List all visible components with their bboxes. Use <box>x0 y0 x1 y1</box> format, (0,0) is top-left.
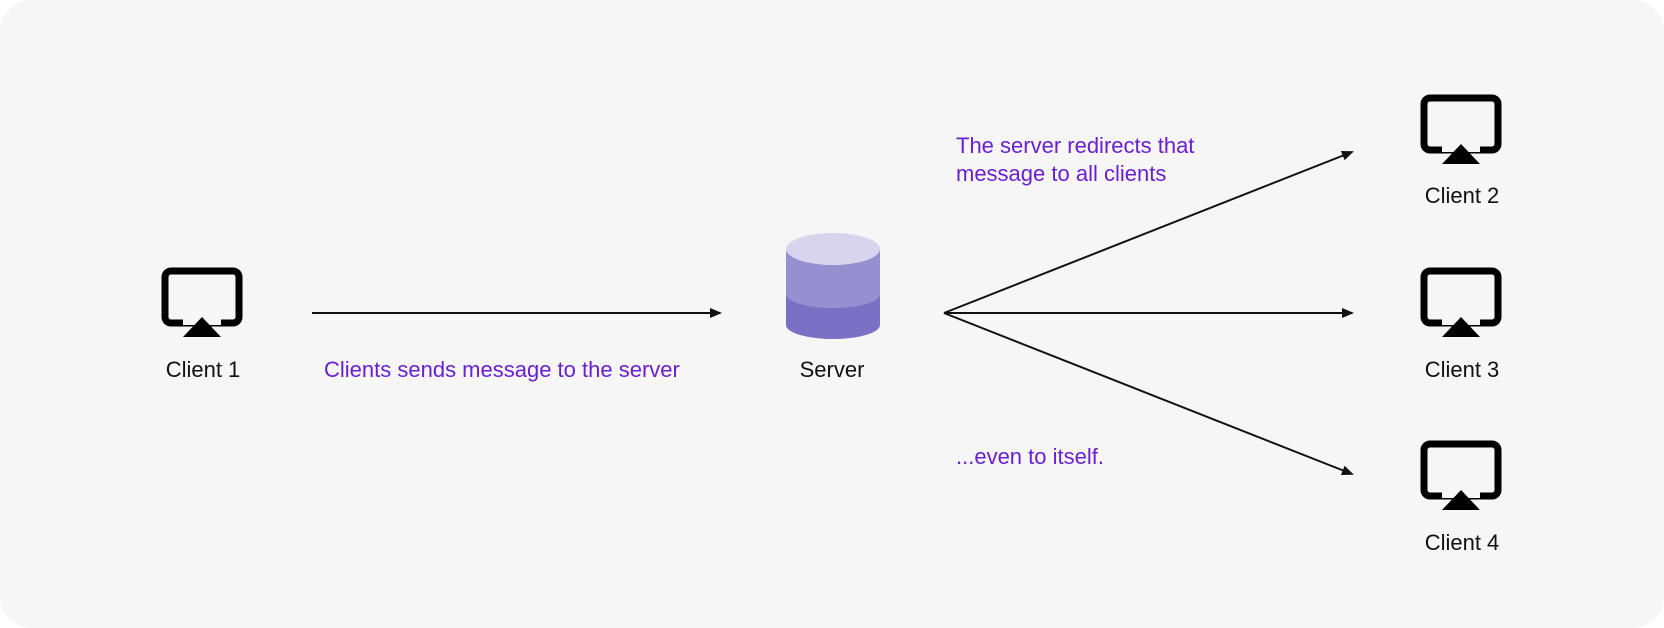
database-top <box>786 233 880 265</box>
client3-label: Client 3 <box>1424 357 1500 382</box>
client4-label: Client 4 <box>1424 530 1500 555</box>
database-icon <box>786 233 880 339</box>
redirect-caption: The server redirects that message to all… <box>956 132 1256 188</box>
screen-share-icon <box>1420 440 1502 512</box>
arrow-server-to-client2 <box>943 151 1354 314</box>
screen-share-icon <box>1420 267 1502 339</box>
screen-share-icon <box>1420 94 1502 166</box>
send-caption: Clients sends message to the server <box>324 357 680 382</box>
redirect-caption-line2: message to all clients <box>956 161 1167 186</box>
server-label: Server <box>799 357 865 382</box>
database-middle-layer <box>786 249 880 308</box>
redirect-caption-line1: The server redirects that <box>956 133 1195 158</box>
client2-label: Client 2 <box>1424 183 1500 208</box>
arrow-server-to-client4 <box>943 312 1354 475</box>
itself-caption: ...even to itself. <box>956 444 1104 469</box>
client1-label: Client 1 <box>165 357 241 382</box>
screen-share-icon <box>161 267 243 339</box>
